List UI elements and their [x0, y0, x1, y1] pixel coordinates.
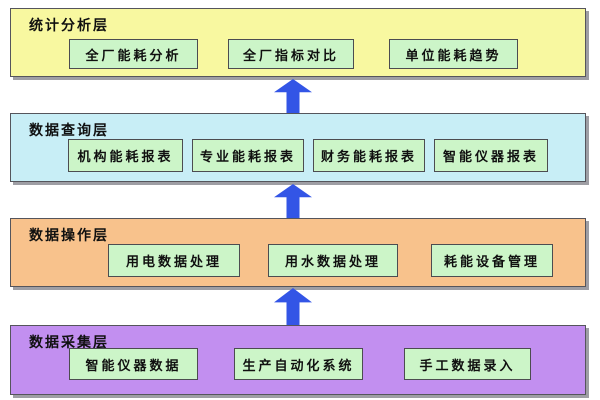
- node-org-energy-report: 机构能耗报表: [68, 139, 183, 172]
- node-manual-data-entry: 手工数据录入: [404, 348, 531, 380]
- node-finance-energy-report: 财务能耗报表: [313, 139, 425, 172]
- node-plant-energy-analysis: 全厂能耗分析: [69, 39, 198, 69]
- up-arrow-icon: [274, 288, 312, 325]
- layer-label: 数据操作层: [29, 228, 109, 244]
- layer-data-operation: 数据操作层 用电数据处理 用水数据处理 耗能设备管理: [10, 218, 586, 287]
- node-production-automation: 生产自动化系统: [234, 348, 363, 380]
- node-smart-meter-data: 智能仪器数据: [69, 348, 198, 380]
- node-specialty-energy-report: 专业能耗报表: [192, 139, 304, 172]
- node-plant-indicator-compare: 全厂指标对比: [228, 39, 354, 69]
- node-energy-device-management: 耗能设备管理: [431, 244, 553, 277]
- up-arrow-icon: [274, 79, 312, 113]
- node-smart-meter-report: 智能仪器报表: [434, 139, 548, 172]
- node-electricity-data-processing: 用电数据处理: [108, 244, 240, 277]
- node-water-data-processing: 用水数据处理: [268, 244, 398, 277]
- layer-data-collection: 数据采集层 智能仪器数据 生产自动化系统 手工数据录入: [10, 325, 586, 395]
- layer-label: 统计分析层: [29, 18, 109, 34]
- node-unit-energy-trend: 单位能耗趋势: [389, 39, 518, 69]
- layer-statistical-analysis: 统计分析层 全厂能耗分析 全厂指标对比 单位能耗趋势: [10, 8, 586, 77]
- layer-label: 数据采集层: [29, 335, 109, 351]
- layer-data-query: 数据查询层 机构能耗报表 专业能耗报表 财务能耗报表 智能仪器报表: [10, 113, 586, 182]
- layer-label: 数据查询层: [29, 123, 109, 139]
- up-arrow-icon: [274, 184, 312, 218]
